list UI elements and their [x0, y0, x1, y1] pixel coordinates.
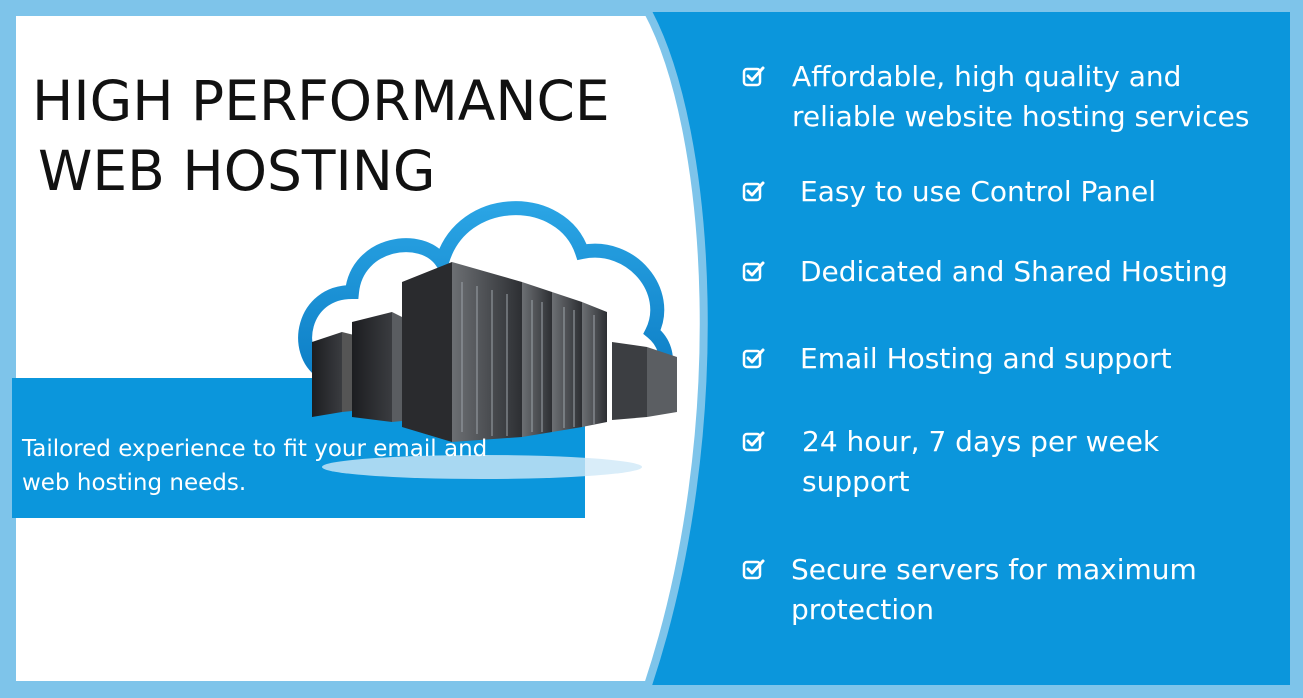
feature-item-24-7-support: 24 hour, 7 days per week support [742, 422, 1282, 502]
check-square-icon [742, 348, 765, 369]
headline-line-1: HIGH PERFORMANCE [32, 69, 610, 133]
check-square-icon [742, 431, 765, 452]
feature-item-email-hosting: Email Hosting and support [742, 339, 1282, 379]
feature-line-1: Email Hosting and support [800, 342, 1172, 375]
tagline-text: Tailored experience to fit your email an… [22, 436, 488, 496]
feature-line-2: protection [791, 593, 935, 626]
feature-line-1: Affordable, high quality and [792, 60, 1182, 93]
feature-line-1: Easy to use Control Panel [800, 175, 1157, 208]
check-square-icon [742, 181, 765, 202]
check-square-icon [742, 66, 765, 87]
check-square-icon [742, 261, 765, 282]
feature-item-control-panel: Easy to use Control Panel [742, 172, 1282, 212]
feature-item-dedicated-shared: Dedicated and Shared Hosting [742, 252, 1282, 292]
banner-inner: HIGH PERFORMANCE WEB HOSTING Tailored ex… [12, 12, 1290, 685]
feature-item-affordable: Affordable, high quality and reliable we… [742, 57, 1282, 137]
feature-item-secure-servers: Secure servers for maximum protection [742, 550, 1282, 630]
headline-line-2: WEB HOSTING [38, 139, 436, 203]
feature-line-1: Dedicated and Shared Hosting [800, 255, 1228, 288]
feature-line-2: support [802, 465, 910, 498]
feature-line-1: Secure servers for maximum [791, 553, 1197, 586]
feature-line-1: 24 hour, 7 days per week [802, 425, 1160, 458]
check-square-icon [742, 559, 765, 580]
feature-line-2: reliable website hosting services [792, 100, 1250, 133]
cloud-server-icon [298, 201, 677, 479]
